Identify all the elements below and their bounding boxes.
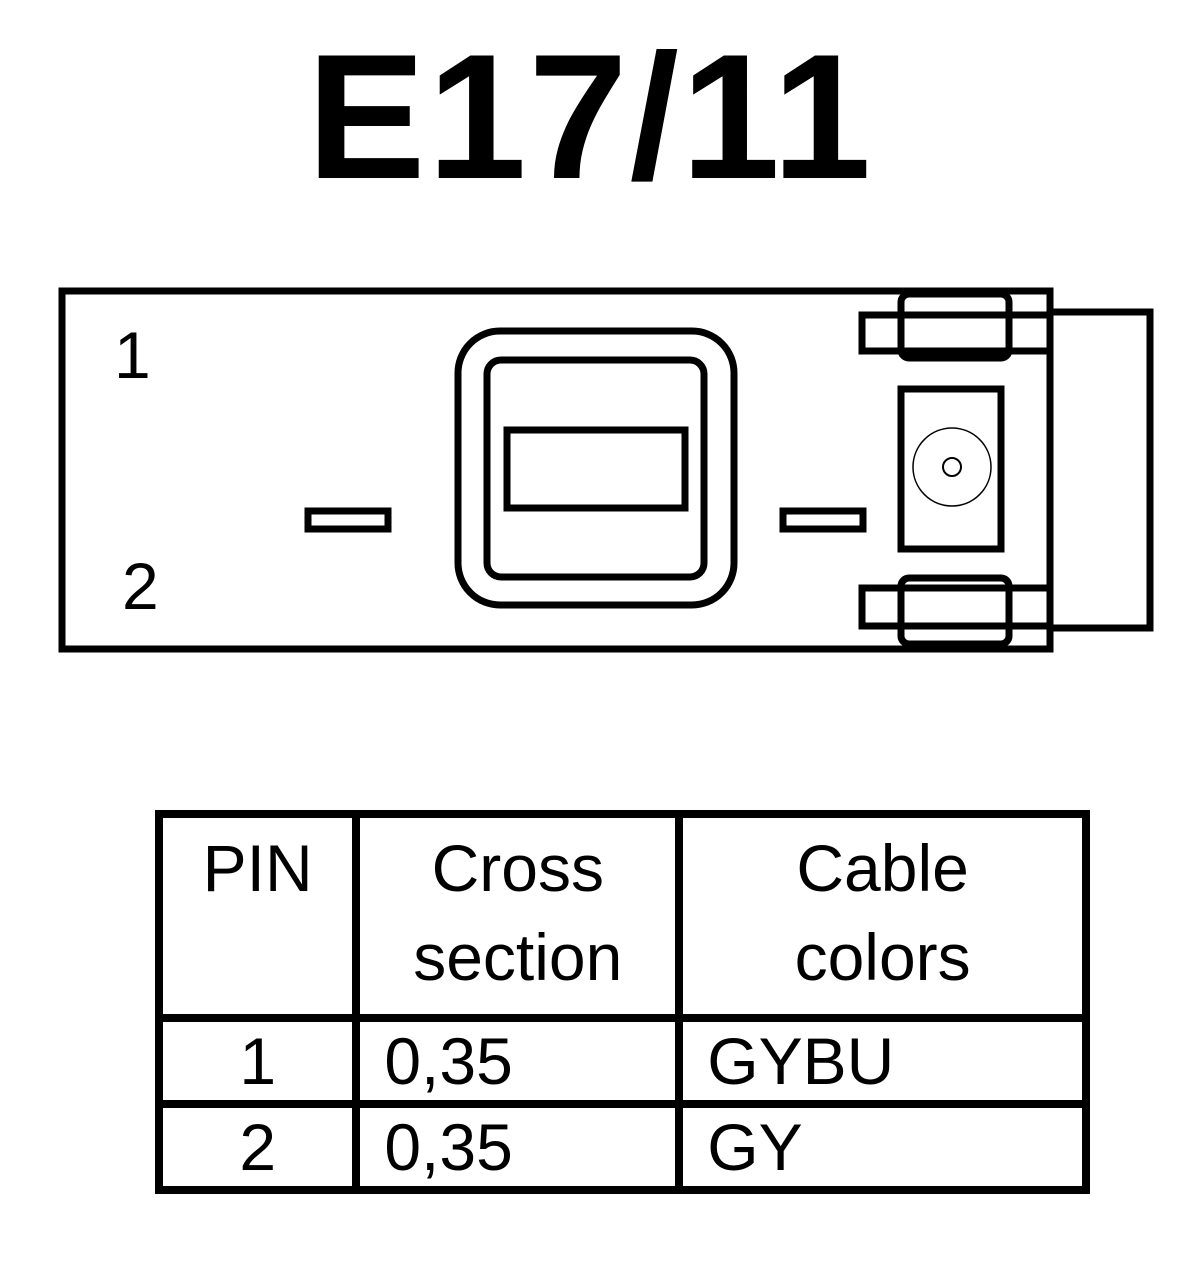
pin-assignment-table: PIN Cross section Cable colors 1 0,35 GY… bbox=[154, 810, 1090, 1194]
top-clip-inner bbox=[897, 290, 1013, 362]
header-cross-section: Cross section bbox=[352, 810, 684, 1022]
bottom-clip-outer bbox=[858, 584, 1054, 630]
header-cable-colors-line-1: Cable bbox=[796, 831, 969, 905]
header-cross-section-line-2: section bbox=[413, 920, 623, 995]
header-cable-colors-line-2: colors bbox=[794, 920, 971, 995]
pin-label-2: 2 bbox=[122, 549, 159, 623]
pin-label-1: 1 bbox=[114, 318, 151, 392]
terminal-block bbox=[897, 385, 1005, 553]
connector-diagram bbox=[58, 287, 1154, 653]
row-1-pin: 1 bbox=[154, 1014, 361, 1108]
connector-body bbox=[58, 287, 1054, 653]
header-pin: PIN bbox=[154, 810, 361, 1022]
latch-window bbox=[503, 426, 689, 512]
row-2-cross-section: 0,35 bbox=[352, 1100, 684, 1194]
terminal-outer-circle bbox=[912, 427, 992, 507]
row-1-cable-color: GYBU bbox=[675, 1014, 1090, 1108]
connector-title: E17/11 bbox=[306, 17, 874, 216]
row-1-cross-section: 0,35 bbox=[352, 1014, 684, 1108]
contact-slot-left bbox=[304, 507, 392, 533]
bottom-clip-inner bbox=[897, 574, 1013, 648]
latch-inner-frame bbox=[483, 356, 708, 581]
table-header-row: PIN Cross section Cable colors bbox=[154, 810, 1090, 1022]
cable-loop bbox=[1050, 308, 1154, 632]
header-cross-section-line-1: Cross bbox=[431, 831, 604, 905]
row-2-pin: 2 bbox=[154, 1100, 361, 1194]
header-cable-colors: Cable colors bbox=[675, 810, 1090, 1022]
table-row: 1 0,35 GYBU bbox=[154, 1014, 1090, 1108]
header-pin-line-1: PIN bbox=[202, 831, 313, 905]
contact-slot-right bbox=[779, 507, 867, 533]
top-clip-outer bbox=[858, 311, 1054, 355]
latch-outer-frame bbox=[454, 327, 738, 609]
row-2-cable-color: GY bbox=[675, 1100, 1090, 1194]
terminal-inner-circle bbox=[942, 457, 962, 477]
table-row: 2 0,35 GY bbox=[154, 1100, 1090, 1194]
